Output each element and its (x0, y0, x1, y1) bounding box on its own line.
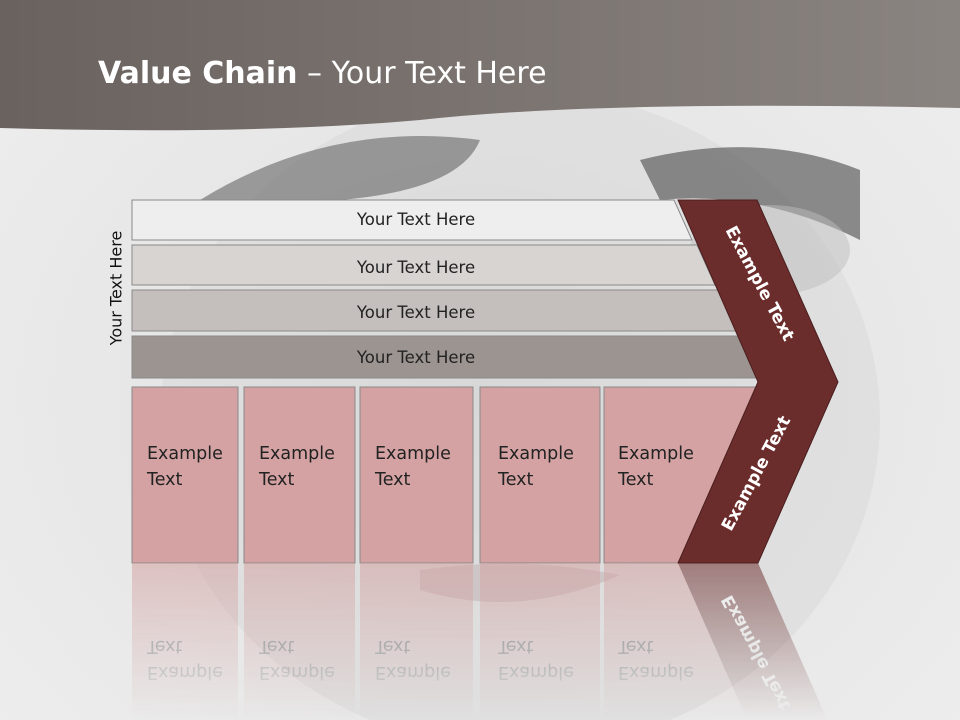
reflection-cell-2-text2: Example (259, 662, 335, 682)
cell-3-line1: Example (375, 444, 451, 464)
chevron-arrow (677, 199, 839, 564)
reflection-arrow-tail (678, 563, 828, 720)
reflection-cell-2-text: Text (258, 636, 295, 656)
reflection-cell-1-text2: Example (147, 662, 223, 682)
reflection-cell-3 (360, 563, 473, 720)
reflection-cell-5-text: Text (617, 636, 654, 656)
reflection-cell-5-text2: Example (618, 662, 694, 682)
reflection-cell-2 (244, 563, 355, 720)
cell-1-line2: Text (146, 470, 183, 490)
slide-title: Value Chain – Your Text Here (98, 56, 547, 91)
cell-1-line1: Example (147, 444, 223, 464)
cell-5-line2: Text (617, 470, 654, 490)
reflection-cell-4-text: Text (497, 636, 534, 656)
reflection-cell-4-text2: Example (498, 662, 574, 682)
title-bold: Value Chain (98, 56, 298, 91)
bar-3-label: Your Text Here (356, 303, 475, 322)
bar-4-label: Your Text Here (356, 348, 475, 367)
reflection-cell-1 (132, 563, 238, 720)
reflection-cell-4 (480, 563, 600, 720)
reflection-cell-3-text2: Example (375, 662, 451, 682)
header-band (0, 0, 960, 131)
title-rest: – Your Text Here (297, 56, 547, 91)
bar-1 (131, 199, 693, 241)
reflection: Text Text Text Text Text Example Example… (132, 563, 828, 720)
cell-4-line2: Text (497, 470, 534, 490)
cell-4-line1: Example (498, 444, 574, 464)
reflection-cell-3-text: Text (374, 636, 411, 656)
cell-4 (479, 386, 601, 564)
bar-1-label: Your Text Here (356, 210, 475, 229)
cell-3-line2: Text (374, 470, 411, 490)
cell-2-line2: Text (258, 470, 295, 490)
cell-5-line1: Example (618, 444, 694, 464)
cell-2 (243, 386, 356, 564)
reflection-cell-1-text: Text (146, 636, 183, 656)
bar-2-label: Your Text Here (356, 258, 475, 277)
reflection-cell-5 (604, 563, 752, 720)
cell-2-line1: Example (259, 444, 335, 464)
